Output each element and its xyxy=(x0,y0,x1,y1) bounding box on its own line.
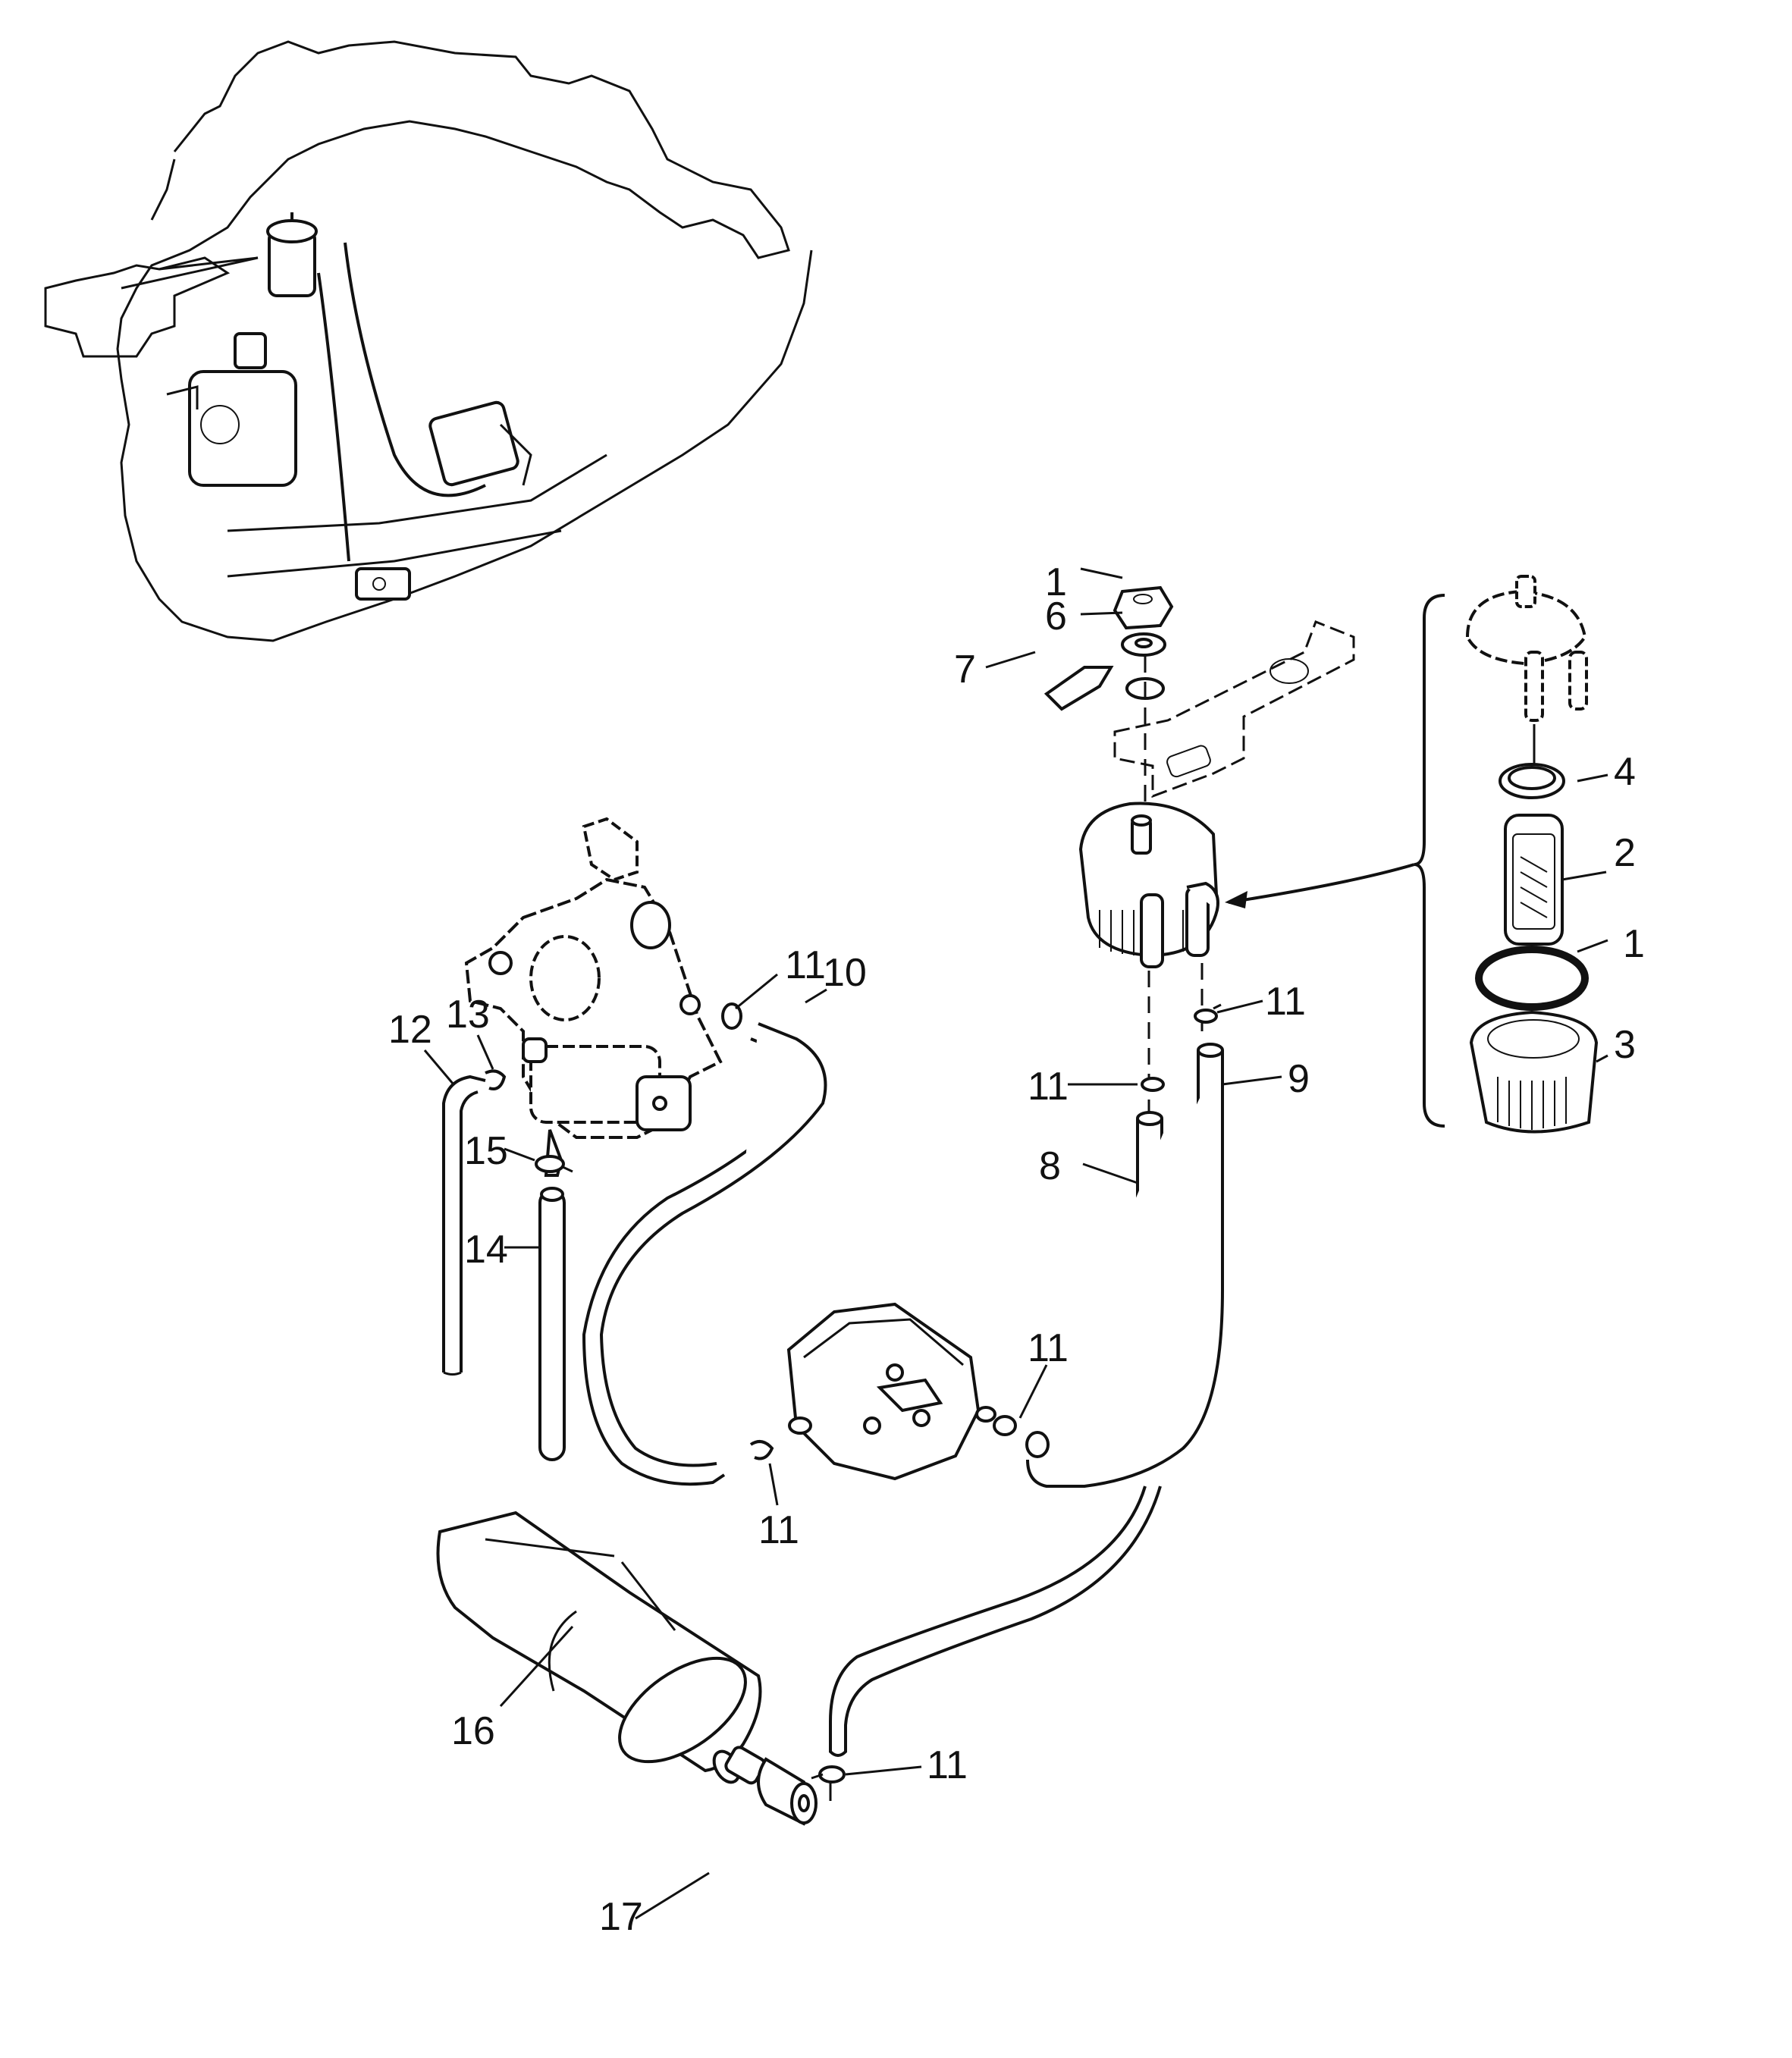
callout-7: 7 xyxy=(954,648,976,692)
filter-bowl-part xyxy=(1469,1010,1599,1134)
nut-part xyxy=(1113,585,1174,630)
callout-17: 17 xyxy=(599,1895,643,1939)
callout-9: 9 xyxy=(1288,1057,1310,1101)
callout-2: 2 xyxy=(1614,831,1636,875)
fuel-filter-body xyxy=(1078,802,1219,968)
callout-11e: 11 xyxy=(1028,1326,1069,1370)
engine-overview-illustration xyxy=(44,40,813,642)
callout-6: 6 xyxy=(1045,594,1067,638)
callout-15: 15 xyxy=(464,1129,508,1173)
callout-13: 13 xyxy=(446,993,490,1037)
callout-labels: 1 6 7 4 2 1 3 11 11 9 8 10 11 12 13 15 1… xyxy=(388,560,1645,1939)
callout-4: 4 xyxy=(1614,750,1636,794)
callout-11b: 11 xyxy=(1028,1065,1069,1109)
callout-11d: 11 xyxy=(758,1508,799,1552)
callout-12: 12 xyxy=(388,1008,432,1052)
carburetor-illustration xyxy=(464,817,723,1177)
callout-11a: 11 xyxy=(1265,980,1306,1024)
fuel-pump-illustration xyxy=(786,1302,996,1481)
fitting-part xyxy=(712,1746,818,1826)
callout-11f: 11 xyxy=(927,1743,968,1787)
callout-8: 8 xyxy=(1039,1144,1061,1188)
callout-14: 14 xyxy=(464,1228,508,1272)
callout-10: 10 xyxy=(823,951,867,995)
callout-3: 3 xyxy=(1614,1023,1636,1067)
callout-1: 1 xyxy=(1623,922,1645,966)
callout-11c: 11 xyxy=(785,943,826,987)
filter-cap-exploded xyxy=(1465,575,1588,722)
callout-5: 1 xyxy=(1045,560,1067,604)
leader-lines xyxy=(423,567,1608,1920)
fuel-filter-assembly xyxy=(1044,575,1599,1134)
callout-16: 16 xyxy=(451,1709,495,1753)
